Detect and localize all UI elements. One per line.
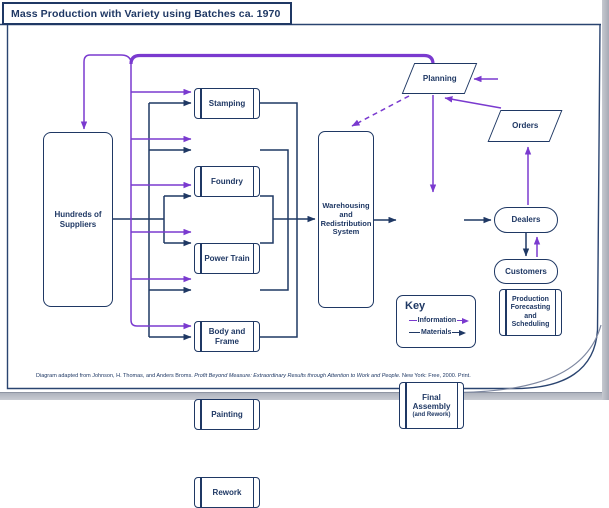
info-planning-to-warehousing-dashed [351,95,410,127]
power-train-label: Power Train [204,253,250,263]
node-hundreds-of-suppliers: Hundreds of Suppliers [43,132,113,307]
dealers-label: Dealers [511,215,541,225]
node-painting: Painting [194,399,260,430]
warehousing-label: Warehousing and Redistribution System [320,200,372,237]
painting-label: Painting [211,409,243,419]
citation-post: New York: Free, 2000. Print. [400,373,471,379]
diagram-title-box: Mass Production with Variety using Batch… [2,2,292,25]
node-final-assembly: Final Assembly (and Rework) [399,382,464,429]
node-warehousing-redistribution: Warehousing and Redistribution System [318,131,374,308]
planning-label: Planning [422,73,457,83]
page-shadow-right [602,0,609,400]
node-orders: Orders [487,110,563,142]
materials-arrow-shaft [452,331,460,334]
collect-foundry [260,149,289,219]
information-label: Information [417,317,457,324]
info-planning-main-bus [129,53,435,65]
node-body-and-frame: Body and Frame [194,321,260,352]
legend-materials-row: Materials [409,329,469,336]
materials-line-icon [409,331,420,334]
legend-title: Key [405,300,426,312]
node-planning: Planning [401,63,478,94]
information-line-icon [409,319,417,322]
information-arrow-shaft [457,319,462,322]
legend-information-row: Information [409,317,469,324]
materials-flows [113,99,530,341]
corner-curl-flourish [459,324,602,394]
connector-layer [0,23,602,394]
stamping-label: Stamping [208,98,246,108]
customers-label: Customers [505,266,547,276]
info-orders-to-planning [444,96,502,109]
page-shadow-bottom [0,392,609,400]
node-power-train: Power Train [194,243,260,274]
diagram-title: Mass Production with Variety using Batch… [11,7,281,20]
legend-key-box: Key Information Materials [396,295,476,348]
citation-footer: Diagram adapted from Johnson, H. Thomas,… [36,373,596,379]
node-foundry: Foundry [194,166,260,197]
collect-stamping [260,102,298,219]
node-stamping: Stamping [194,88,260,119]
materials-arrow-icon [459,329,467,336]
collect-rework [260,219,298,338]
collect-bodyframe [260,219,274,244]
materials-label: Materials [421,329,452,336]
citation-book-title: Profit Beyond Measure: Extraordinary Res… [194,373,401,379]
collect-painting [260,219,289,291]
suppliers-label: Hundreds of Suppliers [54,210,102,229]
final-assembly-label: Final Assembly [412,392,451,411]
node-customers: Customers [494,259,558,284]
forecasting-label: Production Forecasting and Scheduling [510,296,551,328]
citation-pre: Diagram adapted from Johnson, H. Thomas,… [36,373,195,379]
rework-label: Rework [212,487,242,497]
orders-label: Orders [511,121,539,131]
info-to-suppliers [80,54,132,130]
node-production-forecasting-scheduling: Production Forecasting and Scheduling [499,289,562,336]
collect-powertrain [260,195,274,219]
final-assembly-sublabel: (and Rework) [412,412,451,419]
information-arrow-icon [462,317,469,324]
information-flows [80,53,541,330]
foundry-label: Foundry [211,176,243,186]
node-rework: Rework [194,477,260,508]
node-dealers: Dealers [494,207,558,233]
body-and-frame-label: Body and Frame [208,327,246,346]
information-trunk [130,62,138,327]
